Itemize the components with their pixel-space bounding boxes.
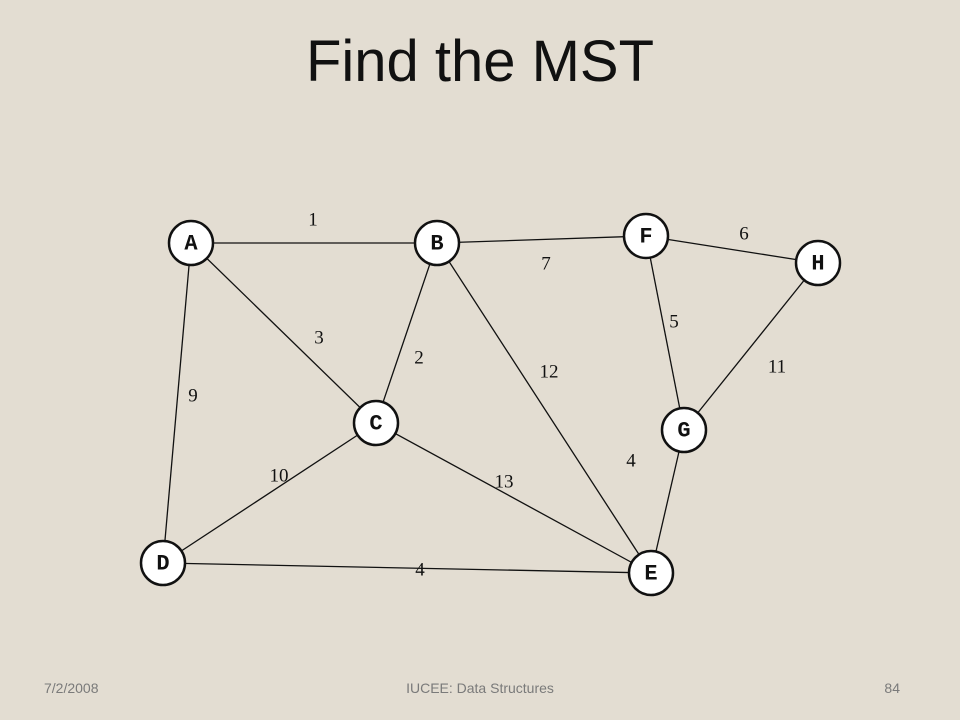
edge-f-h [645, 235, 819, 264]
node-d: D [139, 539, 187, 587]
edge-weight-f-g: 5 [669, 312, 679, 333]
node-g: G [660, 406, 708, 454]
node-circle-a [167, 219, 215, 267]
edge-weight-g-e: 4 [626, 451, 636, 472]
edge-f-g [645, 235, 685, 431]
edge-weight-h-g: 11 [768, 357, 786, 378]
slide-title: Find the MST [305, 29, 655, 94]
edge-c-d [162, 422, 377, 564]
node-a: A [167, 219, 215, 267]
node-label-d: D [156, 552, 169, 577]
edge-weight-f-h: 6 [739, 224, 749, 245]
footer-date: 7/2/2008 [44, 680, 99, 696]
node-circle-h [794, 239, 842, 287]
edge-b-c [375, 242, 438, 424]
edge-weight-a-b: 1 [308, 210, 318, 231]
node-label-g: G [677, 419, 690, 444]
node-e: E [627, 549, 675, 597]
edge-b-f [436, 235, 647, 244]
edge-h-g [683, 262, 819, 431]
edge-c-e [375, 422, 652, 574]
node-circle-e [627, 549, 675, 597]
node-label-b: B [430, 232, 443, 257]
edge-weight-c-d: 10 [270, 466, 289, 487]
footer-course: IUCEE: Data Structures [406, 680, 554, 696]
node-f: F [622, 212, 670, 260]
edge-weight-a-c: 3 [314, 328, 324, 349]
node-circle-b [413, 219, 461, 267]
edge-d-e [162, 562, 652, 574]
edge-a-c [190, 242, 377, 424]
node-label-h: H [811, 252, 824, 277]
edge-weight-c-e: 13 [495, 472, 514, 493]
node-circle-d [139, 539, 187, 587]
node-label-a: A [184, 232, 198, 257]
node-c: C [352, 399, 400, 447]
node-circle-f [622, 212, 670, 260]
edge-weight-d-e: 4 [415, 560, 425, 581]
nodes-layer: A B C D E F G H [139, 212, 842, 597]
edge-weight-a-d: 9 [188, 386, 198, 407]
edge-g-e [650, 429, 685, 574]
edge-weight-b-c: 2 [414, 348, 424, 369]
footer-page-number: 84 [884, 680, 900, 696]
edge-weight-b-f: 7 [541, 254, 551, 275]
node-h: H [794, 239, 842, 287]
node-b: B [413, 219, 461, 267]
edge-weight-b-e: 12 [540, 362, 559, 383]
node-label-f: F [639, 225, 652, 250]
edge-a-d [162, 242, 192, 564]
edge-b-e [436, 242, 652, 574]
node-label-e: E [644, 562, 657, 587]
edges-layer [162, 235, 819, 574]
node-label-c: C [369, 412, 382, 437]
node-circle-c [352, 399, 400, 447]
node-circle-g [660, 406, 708, 454]
